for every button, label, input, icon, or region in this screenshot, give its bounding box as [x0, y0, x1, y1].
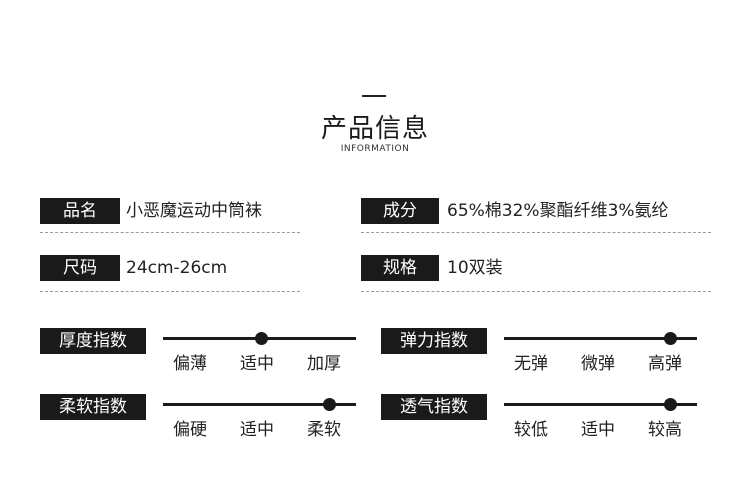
index-elasticity-level-2: 微弹 — [581, 354, 615, 374]
index-breathability-level-3: 较高 — [648, 420, 682, 440]
index-breathability-knob — [664, 398, 677, 411]
spec-size-divider — [40, 291, 300, 292]
index-elasticity-level-3: 高弹 — [648, 354, 682, 374]
title-accent-bar — [362, 95, 386, 97]
index-breathability-track — [504, 403, 697, 406]
spec-size-label: 尺码 — [40, 255, 120, 281]
index-thickness-level-1: 偏薄 — [173, 354, 207, 374]
spec-name: 品名 小恶魔运动中筒袜 — [40, 198, 300, 226]
spec-package-label: 规格 — [361, 255, 439, 281]
index-breathability-label: 透气指数 — [381, 394, 487, 420]
index-thickness-knob — [255, 332, 268, 345]
index-elasticity-label: 弹力指数 — [381, 328, 487, 354]
index-elasticity-knob — [664, 332, 677, 345]
spec-material-divider — [361, 232, 711, 233]
page-subtitle: INFORMATION — [340, 144, 410, 154]
index-softness-level-3: 柔软 — [307, 420, 341, 440]
page-title: 产品信息 — [320, 114, 429, 144]
index-elasticity-level-1: 无弹 — [514, 354, 548, 374]
index-thickness-label: 厚度指数 — [40, 328, 146, 354]
spec-package-value: 10双装 — [447, 258, 503, 278]
index-softness-label: 柔软指数 — [40, 394, 146, 420]
index-softness-level-1: 偏硬 — [173, 420, 207, 440]
spec-name-value: 小恶魔运动中筒袜 — [126, 201, 262, 221]
index-thickness-level-3: 加厚 — [307, 354, 341, 374]
spec-name-label: 品名 — [40, 198, 120, 224]
index-breathability-level-2: 适中 — [581, 420, 615, 440]
spec-size-value: 24cm-26cm — [126, 258, 228, 278]
spec-package: 规格 10双装 — [361, 255, 711, 283]
index-softness-level-2: 适中 — [240, 420, 274, 440]
spec-material-label: 成分 — [361, 198, 439, 224]
index-elasticity-track — [504, 337, 697, 340]
spec-size: 尺码 24cm-26cm — [40, 255, 300, 283]
spec-material-value: 65%棉32%聚酯纤维3%氨纶 — [447, 201, 669, 221]
index-thickness-level-2: 适中 — [240, 354, 274, 374]
spec-material: 成分 65%棉32%聚酯纤维3%氨纶 — [361, 198, 711, 226]
index-softness-knob — [323, 398, 336, 411]
spec-package-divider — [361, 291, 711, 292]
spec-name-divider — [40, 232, 300, 233]
index-breathability-level-1: 较低 — [514, 420, 548, 440]
index-softness-track — [163, 403, 356, 406]
